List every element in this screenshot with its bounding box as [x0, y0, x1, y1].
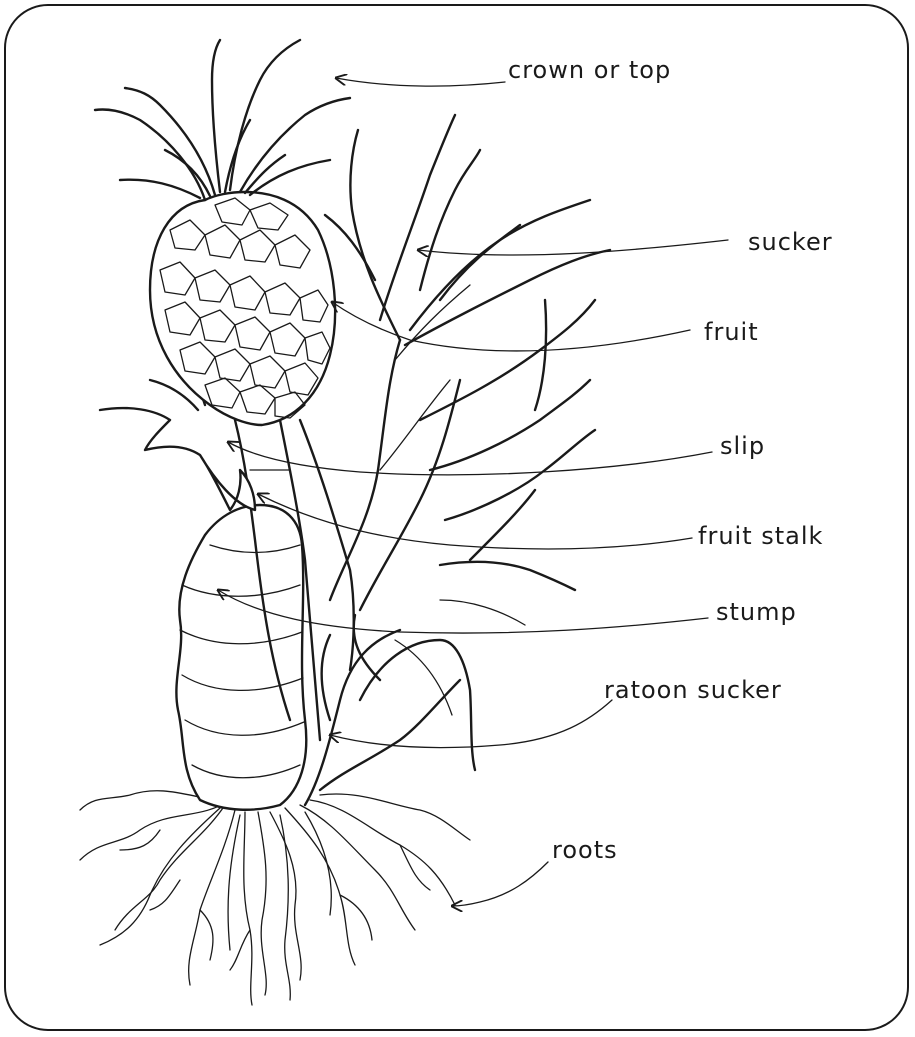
label-slip: slip	[720, 432, 765, 460]
roots-drawing	[80, 791, 470, 1005]
label-fruit: fruit	[704, 318, 759, 346]
leader-crown	[336, 78, 505, 86]
label-sucker: sucker	[748, 228, 833, 256]
label-ratoon-sucker: ratoon sucker	[604, 676, 782, 704]
fruit-drawing	[150, 192, 335, 425]
stump-drawing	[176, 505, 306, 810]
ratoon-sucker-drawing	[305, 615, 475, 805]
label-fruit-stalk: fruit stalk	[698, 522, 823, 550]
leader-fruit-stalk	[258, 494, 692, 549]
label-roots: roots	[552, 836, 618, 864]
crown-drawing	[95, 40, 350, 200]
leader-slip	[228, 442, 712, 475]
label-crown: crown or top	[508, 56, 671, 84]
label-stump: stump	[716, 598, 797, 626]
leader-sucker	[418, 240, 728, 255]
leader-roots	[452, 862, 548, 906]
